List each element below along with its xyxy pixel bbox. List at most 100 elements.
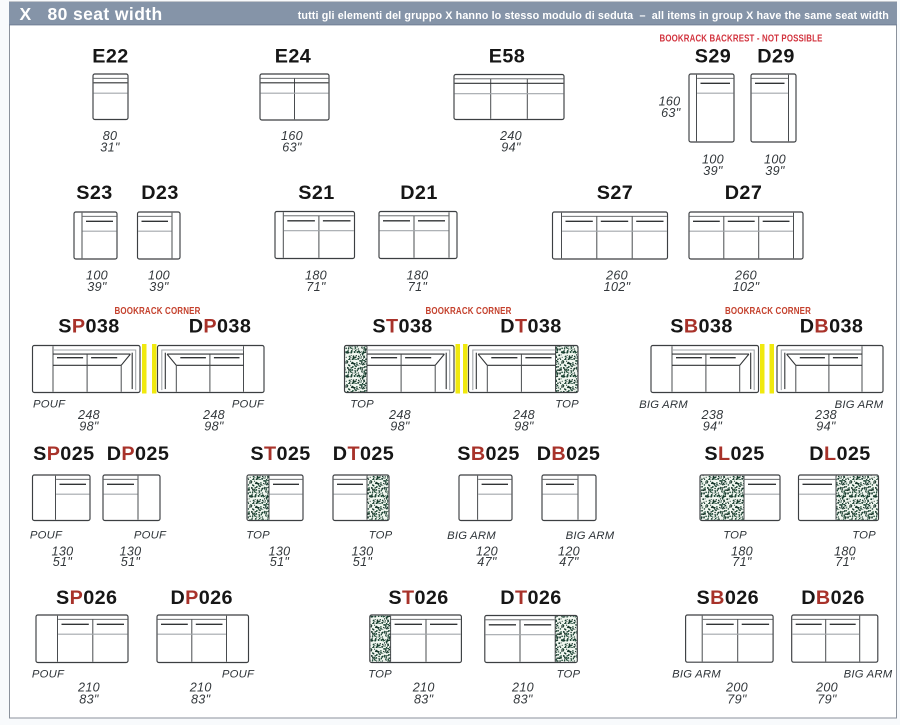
svg-text:180: 180	[407, 269, 429, 283]
svg-text:S29: S29	[695, 46, 731, 68]
svg-text:DB038: DB038	[800, 316, 864, 338]
svg-text:D23: D23	[141, 182, 179, 204]
svg-text:240: 240	[499, 129, 522, 143]
svg-text:POUF: POUF	[222, 669, 255, 681]
svg-text:DP026: DP026	[170, 587, 233, 609]
svg-text:80 seat width: 80 seat width	[48, 4, 163, 24]
svg-text:SL025: SL025	[704, 443, 764, 465]
svg-text:tutti gli elementi del gruppo: tutti gli elementi del gruppo X hanno lo…	[298, 10, 889, 22]
svg-text:TOP: TOP	[350, 399, 374, 411]
svg-text:130: 130	[120, 545, 142, 559]
svg-text:D21: D21	[400, 182, 438, 204]
svg-text:238: 238	[701, 408, 724, 422]
svg-text:TOP: TOP	[368, 669, 392, 681]
svg-text:120: 120	[558, 545, 580, 559]
svg-text:160: 160	[659, 95, 681, 109]
svg-text:79": 79"	[817, 693, 837, 707]
svg-text:83": 83"	[414, 693, 434, 707]
svg-text:ST026: ST026	[388, 587, 448, 609]
svg-text:POUF: POUF	[32, 669, 65, 681]
svg-text:TOP: TOP	[852, 530, 876, 542]
svg-text:248: 248	[512, 408, 535, 422]
svg-text:SB038: SB038	[670, 316, 733, 338]
svg-text:51": 51"	[53, 555, 73, 569]
svg-text:130: 130	[352, 545, 374, 559]
svg-text:100: 100	[148, 269, 170, 283]
svg-text:POUF: POUF	[30, 530, 63, 542]
svg-text:210: 210	[189, 681, 212, 695]
svg-text:SP026: SP026	[56, 587, 117, 609]
svg-text:83": 83"	[513, 693, 533, 707]
svg-text:BIG ARM: BIG ARM	[844, 669, 893, 681]
svg-text:200: 200	[725, 681, 748, 695]
svg-text:DB025: DB025	[537, 443, 601, 465]
svg-text:SP038: SP038	[58, 316, 119, 338]
svg-text:E24: E24	[275, 46, 311, 68]
svg-text:DP038: DP038	[189, 316, 252, 338]
svg-text:210: 210	[412, 681, 435, 695]
svg-text:98": 98"	[390, 420, 410, 434]
svg-text:TOP: TOP	[246, 530, 270, 542]
svg-text:DT026: DT026	[500, 587, 561, 609]
svg-text:TOP: TOP	[557, 669, 581, 681]
svg-text:BIG ARM: BIG ARM	[639, 399, 688, 411]
svg-text:SB025: SB025	[457, 443, 520, 465]
svg-text:POUF: POUF	[134, 530, 167, 542]
svg-text:79": 79"	[727, 693, 747, 707]
svg-text:94": 94"	[816, 420, 836, 434]
svg-text:S23: S23	[76, 182, 112, 204]
svg-text:ST025: ST025	[250, 443, 310, 465]
svg-text:71": 71"	[408, 280, 428, 294]
svg-text:39": 39"	[703, 164, 723, 178]
svg-text:210: 210	[77, 681, 100, 695]
svg-text:98": 98"	[79, 420, 99, 434]
svg-text:83": 83"	[191, 693, 211, 707]
svg-text:BOOKRACK CORNER: BOOKRACK CORNER	[426, 306, 512, 317]
svg-text:94": 94"	[501, 141, 521, 155]
svg-text:160: 160	[281, 129, 303, 143]
svg-text:DL025: DL025	[809, 443, 870, 465]
svg-text:98": 98"	[204, 420, 224, 434]
svg-text:51": 51"	[270, 555, 290, 569]
svg-text:210: 210	[511, 681, 534, 695]
svg-text:TOP: TOP	[723, 530, 747, 542]
svg-text:80: 80	[103, 129, 118, 143]
svg-text:POUF: POUF	[33, 399, 66, 411]
svg-text:BIG ARM: BIG ARM	[672, 669, 721, 681]
svg-text:47": 47"	[559, 555, 579, 569]
svg-text:120: 120	[476, 545, 498, 559]
svg-text:51": 51"	[353, 555, 373, 569]
svg-text:31": 31"	[100, 141, 120, 155]
svg-text:E58: E58	[489, 46, 525, 68]
svg-text:BIG ARM: BIG ARM	[835, 399, 884, 411]
svg-text:248: 248	[202, 408, 225, 422]
svg-text:260: 260	[605, 269, 628, 283]
svg-text:BOOKRACK CORNER: BOOKRACK CORNER	[115, 306, 201, 317]
svg-text:D29: D29	[757, 46, 795, 68]
svg-text:S21: S21	[298, 182, 334, 204]
svg-text:ST038: ST038	[372, 316, 432, 338]
svg-text:SB026: SB026	[697, 587, 760, 609]
svg-text:102": 102"	[604, 280, 631, 294]
svg-text:238: 238	[814, 408, 837, 422]
svg-text:260: 260	[734, 269, 757, 283]
svg-text:D27: D27	[725, 182, 763, 204]
svg-text:83": 83"	[79, 693, 99, 707]
svg-text:BIG ARM: BIG ARM	[447, 530, 496, 542]
svg-text:71": 71"	[306, 280, 326, 294]
svg-text:180: 180	[305, 269, 327, 283]
svg-text:BOOKRACK CORNER: BOOKRACK CORNER	[725, 306, 811, 317]
svg-text:180: 180	[834, 545, 856, 559]
svg-text:BIG ARM: BIG ARM	[566, 530, 615, 542]
svg-text:POUF: POUF	[232, 399, 265, 411]
svg-text:130: 130	[52, 545, 74, 559]
svg-text:S27: S27	[597, 182, 633, 204]
svg-text:BOOKRACK BACKREST - NOT POSSIB: BOOKRACK BACKREST - NOT POSSIBLE	[660, 34, 823, 45]
svg-text:100: 100	[702, 153, 724, 167]
svg-text:71": 71"	[835, 555, 855, 569]
svg-text:63": 63"	[282, 141, 302, 155]
svg-text:63": 63"	[661, 106, 681, 120]
svg-text:94": 94"	[703, 420, 723, 434]
svg-text:X: X	[20, 4, 32, 24]
svg-text:180: 180	[731, 545, 753, 559]
